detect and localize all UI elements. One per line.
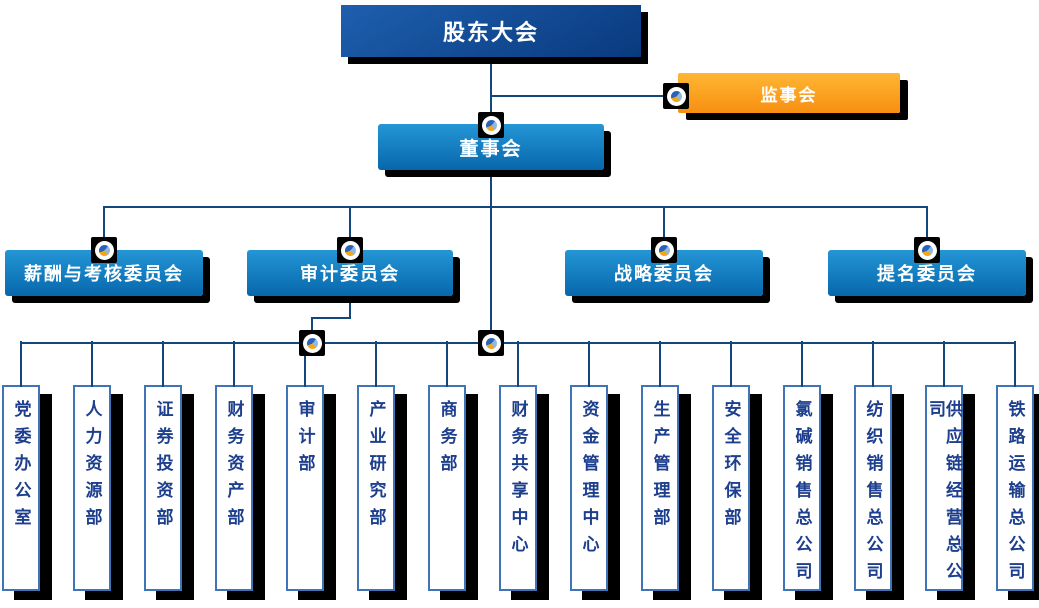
pie-logo-icon <box>485 337 497 349</box>
node-dept-party-office: 党委办公室 <box>2 385 40 591</box>
junction-committee-1 <box>91 237 117 263</box>
connector-audit-jog-down <box>349 296 351 319</box>
node-label: 董事会 <box>459 138 523 160</box>
junction-circle <box>666 86 686 106</box>
junction-departments-left <box>299 330 325 356</box>
connector-main-vertical <box>490 57 492 343</box>
node-label: 供应链经营总公司 <box>926 400 962 589</box>
pie-logo-icon <box>98 244 110 256</box>
node-label: 股东大会 <box>442 20 539 45</box>
pie-logo-icon <box>658 244 670 256</box>
node-dept-chlor-alkali-sales: 氯碱销售总公司 <box>783 385 821 591</box>
node-label: 商务部 <box>437 400 457 481</box>
node-dept-finance-shared-center: 财务共享中心 <box>499 385 537 591</box>
pie-logo-icon <box>306 337 318 349</box>
node-dept-finance-assets: 财务资产部 <box>215 385 253 591</box>
node-shareholders-meeting: 股东大会 <box>341 5 641 57</box>
node-dept-commerce: 商务部 <box>428 385 466 591</box>
node-label: 审计委员会 <box>300 264 400 284</box>
connector-drop-committee-3 <box>663 206 665 251</box>
junction-circle <box>481 333 501 353</box>
node-dept-securities-investment: 证券投资部 <box>144 385 182 591</box>
pie-logo-icon <box>921 244 933 256</box>
junction-circle <box>654 240 674 260</box>
junction-board <box>478 112 504 138</box>
node-label: 提名委员会 <box>877 264 977 284</box>
node-dept-safety-environment: 安全环保部 <box>712 385 750 591</box>
node-label: 产业研究部 <box>366 400 386 535</box>
node-label: 党委办公室 <box>11 400 31 535</box>
node-dept-production-management: 生产管理部 <box>641 385 679 591</box>
node-dept-fund-management-center: 资金管理中心 <box>570 385 608 591</box>
pie-logo-icon <box>670 90 682 102</box>
node-dept-human-resources: 人力资源部 <box>73 385 111 591</box>
connector-supervisory-horizontal <box>490 95 680 97</box>
department-row: 党委办公室 人力资源部 证券投资部 财务资产部 审计部 产业研究部 商务部 财务… <box>2 385 1034 591</box>
junction-circle <box>481 115 501 135</box>
node-label: 薪酬与考核委员会 <box>24 264 184 284</box>
node-label: 财务共享中心 <box>508 400 528 562</box>
connector-committees-horizontal <box>104 206 928 208</box>
node-label: 纺织销售总公司 <box>863 400 883 589</box>
node-label: 生产管理部 <box>650 400 670 535</box>
pie-logo-icon <box>485 119 497 131</box>
node-dept-textile-sales: 纺织销售总公司 <box>854 385 892 591</box>
junction-circle <box>302 333 322 353</box>
junction-circle <box>94 240 114 260</box>
junction-departments-center <box>478 330 504 356</box>
connector-drop-committee-2 <box>349 206 351 251</box>
connector-audit-jog-across <box>311 317 351 319</box>
node-label: 财务资产部 <box>224 400 244 535</box>
node-label: 安全环保部 <box>721 400 741 535</box>
connector-drop-committee-4 <box>926 206 928 251</box>
node-label: 人力资源部 <box>82 400 102 535</box>
node-label: 审计部 <box>295 400 315 481</box>
node-dept-industry-research: 产业研究部 <box>357 385 395 591</box>
node-dept-audit: 审计部 <box>286 385 324 591</box>
node-dept-supply-chain: 供应链经营总公司 <box>925 385 963 591</box>
node-supervisory-board: 监事会 <box>678 73 900 113</box>
connector-drop-committee-1 <box>103 206 105 251</box>
junction-circle <box>917 240 937 260</box>
junction-committee-4 <box>914 237 940 263</box>
junction-circle <box>340 240 360 260</box>
junction-supervisory <box>663 83 689 109</box>
node-label: 证券投资部 <box>153 400 173 535</box>
node-label: 铁路运输总公司 <box>1005 400 1025 589</box>
node-label: 战略委员会 <box>614 264 714 284</box>
node-label: 资金管理中心 <box>579 400 599 562</box>
node-committee-strategy: 战略委员会 <box>565 250 763 296</box>
junction-committee-2 <box>337 237 363 263</box>
node-dept-railway-transport: 铁路运输总公司 <box>996 385 1034 591</box>
node-label: 监事会 <box>760 85 818 105</box>
node-label: 氯碱销售总公司 <box>792 400 812 589</box>
junction-committee-3 <box>651 237 677 263</box>
pie-logo-icon <box>344 244 356 256</box>
